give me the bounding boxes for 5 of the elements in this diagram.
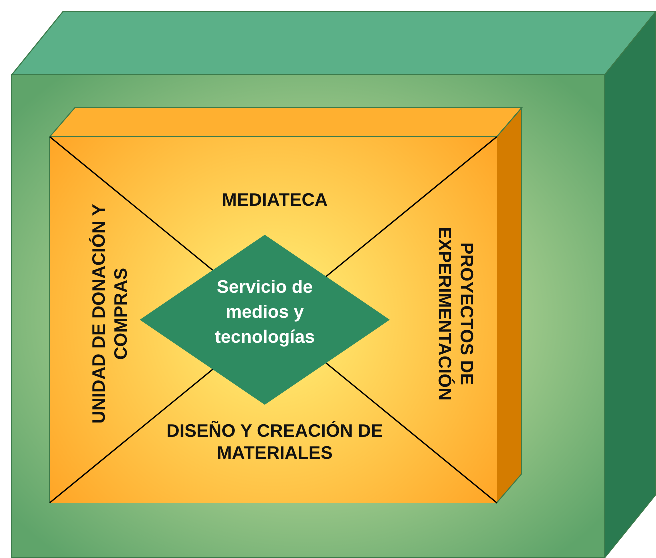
- section-label: DISEÑO Y CREACIÓN DE MATERIALES: [166, 420, 384, 464]
- section-label: MEDIATECA: [221, 189, 329, 211]
- section-label: UNIDAD DE DONACIÓN Y COMPRAS: [88, 203, 132, 426]
- section-label: PROYECTOS DE EXPERIMENTACIÓN: [434, 226, 478, 403]
- center-label: Servicio de medios y tecnologías: [214, 276, 316, 349]
